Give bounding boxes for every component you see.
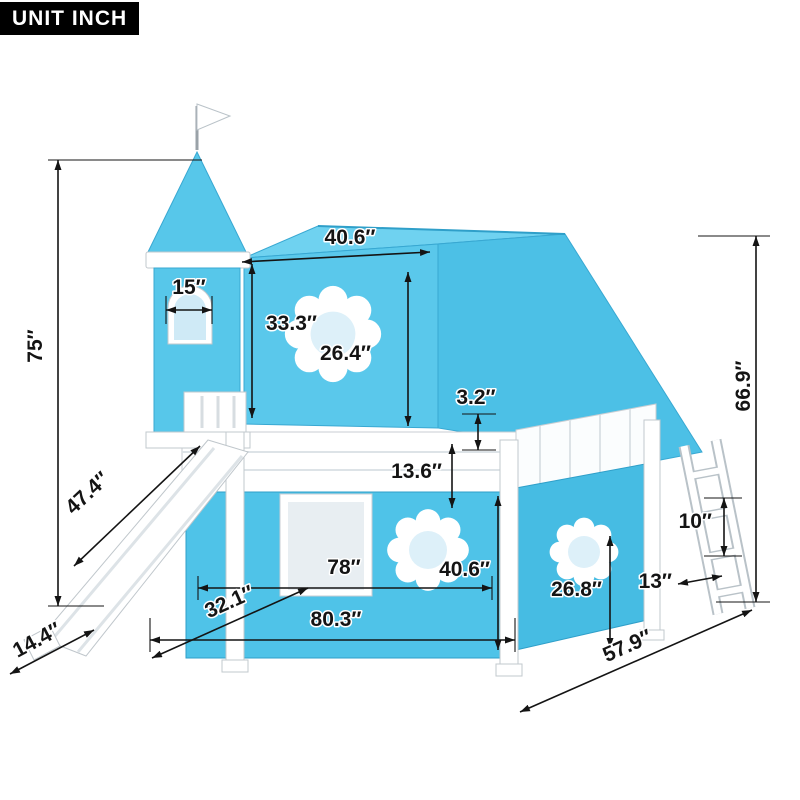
- front-mid-foot: [495, 663, 523, 677]
- ladder-rung: [713, 585, 747, 597]
- front-left-foot: [221, 659, 249, 673]
- dim-ladder-rung-spacing: 10″: [677, 497, 742, 557]
- dim-overall-depth-label: 57.9″: [599, 625, 655, 667]
- doorway-opening: [288, 502, 364, 590]
- dim-lower-space-height: 40.6″: [438, 496, 502, 650]
- dim-ladder-rung-spacing-label: 10″: [679, 510, 712, 533]
- flag-icon: [196, 103, 232, 131]
- dim-tower-window-width-label: 15″: [172, 276, 205, 299]
- unit-badge-label: UNIT INCH: [12, 7, 128, 30]
- dim-frame-thickness-label: 3.2″: [456, 386, 495, 409]
- tower: [145, 103, 251, 449]
- dim-overall-length-label: 80.3″: [311, 608, 362, 631]
- guardrail-left: [183, 391, 247, 433]
- dim-tent-opening-height: 26.4″: [319, 272, 412, 426]
- dim-guardrail-height: 13.6″: [390, 444, 456, 508]
- dim-tent-top-width: 40.6″: [241, 225, 431, 265]
- right-post: [643, 419, 661, 635]
- tower-cornice: [145, 251, 251, 269]
- ladder-rail: [712, 439, 754, 609]
- dim-lower-space-height-label: 40.6″: [439, 558, 490, 581]
- dim-tent-top-width-label: 40.6″: [325, 226, 376, 249]
- dim-under-bed-clearance: 26.8″: [550, 536, 614, 648]
- dim-guardrail-height-label: 13.6″: [391, 460, 442, 483]
- dim-ladder-width: 13″: [637, 569, 723, 595]
- dim-tent-front-height: 33.3″: [248, 264, 318, 418]
- dim-tent-opening-height-label: 26.4″: [320, 342, 371, 365]
- dim-tent-front-height-label: 33.3″: [266, 312, 317, 335]
- dim-tower-window-width: 15″: [165, 275, 213, 324]
- tower-spire: [147, 150, 247, 253]
- dim-frame-thickness: 3.2″: [455, 385, 497, 451]
- tower-window-opening: [174, 294, 206, 340]
- dim-slide-length-label: 47.4″: [61, 467, 114, 519]
- dim-front-opening-width-label: 78″: [327, 556, 360, 579]
- ladder-rung: [689, 467, 723, 479]
- tent-canopy: [243, 225, 703, 463]
- side-curtain-flower-window: [549, 517, 619, 587]
- dim-overall-height-label: 75″: [24, 329, 47, 362]
- dim-ladder-width-label: 13″: [639, 570, 672, 593]
- dim-overall-length: 80.3″: [149, 607, 516, 652]
- tent-ridge: [317, 225, 566, 235]
- dim-front-opening-width: 78″: [197, 555, 493, 600]
- dim-tent-total-height-label: 66.9″: [732, 361, 755, 412]
- dim-overall-height: 75″: [23, 159, 202, 607]
- unit-badge: UNIT INCH: [0, 2, 140, 36]
- dim-under-bed-clearance-label: 26.8″: [551, 578, 602, 601]
- dim-tent-total-height: 66.9″: [698, 235, 770, 603]
